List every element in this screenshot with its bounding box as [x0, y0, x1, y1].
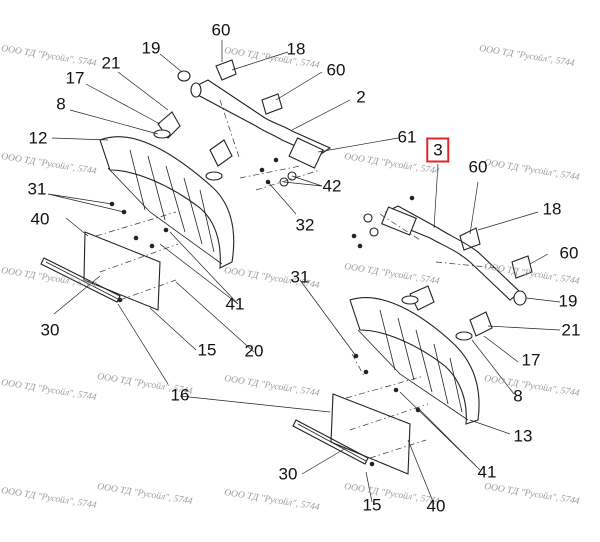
callout-31: 31: [290, 267, 310, 287]
upper-tube: [190, 79, 332, 169]
callout-41: 41: [225, 294, 245, 314]
callout-19: 19: [558, 291, 578, 311]
callout-60: 60: [468, 157, 488, 177]
leader-lines: [47, 40, 561, 505]
upper-hardware: [109, 59, 297, 303]
callout-30: 30: [40, 320, 60, 340]
callout-8: 8: [513, 386, 523, 406]
callout-61: 61: [397, 127, 417, 147]
callout-15: 15: [197, 340, 217, 360]
callout-40: 40: [30, 209, 50, 229]
callout-15: 15: [362, 495, 382, 515]
lower-assembly-lines: [345, 213, 497, 459]
upper-plate: [40, 231, 161, 311]
callout-16: 16: [170, 385, 190, 405]
upper-shield: [99, 136, 235, 269]
callout-13: 13: [513, 426, 533, 446]
callout-21: 21: [101, 53, 121, 73]
callout-60: 60: [559, 243, 579, 263]
callout-17: 17: [65, 68, 85, 88]
callout-3-highlighted: 3: [426, 137, 450, 163]
callout-20: 20: [244, 341, 264, 361]
callout-21: 21: [561, 320, 581, 340]
lower-hardware: [351, 195, 533, 467]
callout-42: 42: [322, 176, 342, 196]
callout-17: 17: [521, 350, 541, 370]
callout-60: 60: [326, 60, 346, 80]
callout-30: 30: [278, 464, 298, 484]
callout-32: 32: [295, 215, 315, 235]
callout-12: 12: [28, 128, 48, 148]
callout-18: 18: [542, 199, 562, 219]
callout-41: 41: [477, 462, 497, 482]
callout-8: 8: [56, 94, 66, 114]
callout-31: 31: [27, 179, 47, 199]
lower-plate: [292, 393, 411, 475]
callout-19: 19: [141, 38, 161, 58]
callout-40: 40: [426, 496, 446, 516]
lower-tube: [381, 205, 527, 306]
lower-shield: [349, 297, 480, 425]
callout-18: 18: [286, 39, 306, 59]
upper-assembly-lines: [95, 99, 321, 301]
callout-2: 2: [356, 87, 366, 107]
callout-60: 60: [211, 20, 231, 40]
